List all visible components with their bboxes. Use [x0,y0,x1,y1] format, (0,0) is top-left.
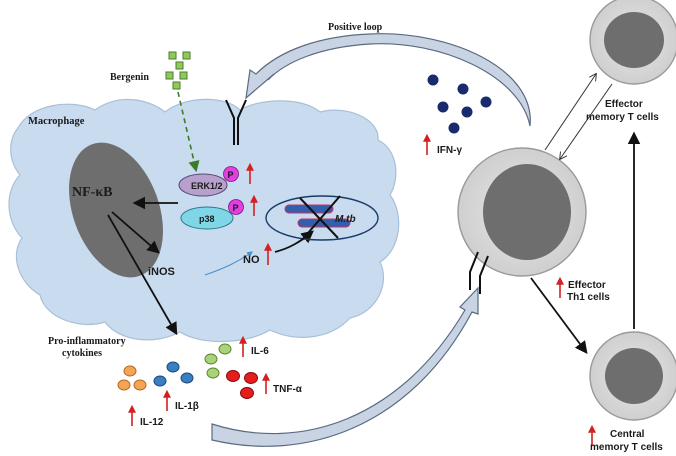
pro-inflammatory-label-1: Pro-inflammatory [48,336,126,347]
erk-label: ERK1/2 [191,181,223,191]
nucleus [69,142,163,278]
p38-phospho [228,199,244,215]
il12-dots [117,365,147,391]
il1b-label: IL-1β [175,401,199,412]
positive-loop-arrow [245,33,531,127]
central-memory-label-1: Central [610,429,645,440]
nfkb-to-inos-arrow [111,211,160,254]
erk-phospho-label: P [228,170,234,180]
inos-to-no-arrow [204,251,253,276]
p38-phospho-label: P [233,203,239,213]
effector-th1-label-1: Effector [568,280,606,291]
bergenin-molecules [165,51,191,90]
no-to-mtb-arrow [274,230,314,253]
nfkb-to-cytokines-arrow [107,214,178,336]
tnfa-dots [226,370,258,399]
th1-to-central-memory-arrow [530,277,588,355]
p38-label: p38 [199,214,215,224]
nfkb-label: NF-κB [72,185,112,200]
mtb-label: M.tb [335,214,356,225]
macrophage-receptor [225,99,247,145]
ifng-label: IFN-γ [437,145,462,156]
p38-node [180,206,234,230]
mtb-phagosome [265,195,379,241]
macrophage-label: Macrophage [28,116,85,127]
no-label: NO [243,254,260,266]
mtb-cross-icon [299,195,341,241]
effector-memory-label-1: Effector [605,99,643,110]
effector-memory-label-2: memory T cells [586,112,659,123]
bergenin-arrow [177,91,200,173]
central-memory-label-2: memory T cells [590,442,663,453]
pro-inflammatory-label-2: cytokines [62,348,102,359]
positive-loop-label: Positive loop [328,22,383,33]
tnfa-label: TNF-α [273,384,303,395]
il6-label: IL-6 [251,346,269,357]
cytokine-to-tcell-arrow [211,286,479,447]
tcell-receptor [469,251,489,294]
inos-label: iNOS [148,266,175,278]
central-memory-nucleus [605,348,663,404]
effector-th1-nucleus [483,164,571,260]
erk-node [178,173,228,197]
il1b-dots [153,361,194,387]
effector-memory-nucleus [604,12,664,68]
bergenin-label: Bergenin [110,72,149,83]
ifng-dots [427,74,492,134]
effector-memory-to-th1-arrow [560,83,613,159]
erk-phospho [223,166,239,182]
il12-label: IL-12 [140,417,164,428]
mtb-bacteria [284,204,351,228]
th1-to-effector-memory-arrow [544,74,596,151]
il6-dots [204,343,232,379]
effector-th1-label-2: Th1 cells [567,292,610,303]
